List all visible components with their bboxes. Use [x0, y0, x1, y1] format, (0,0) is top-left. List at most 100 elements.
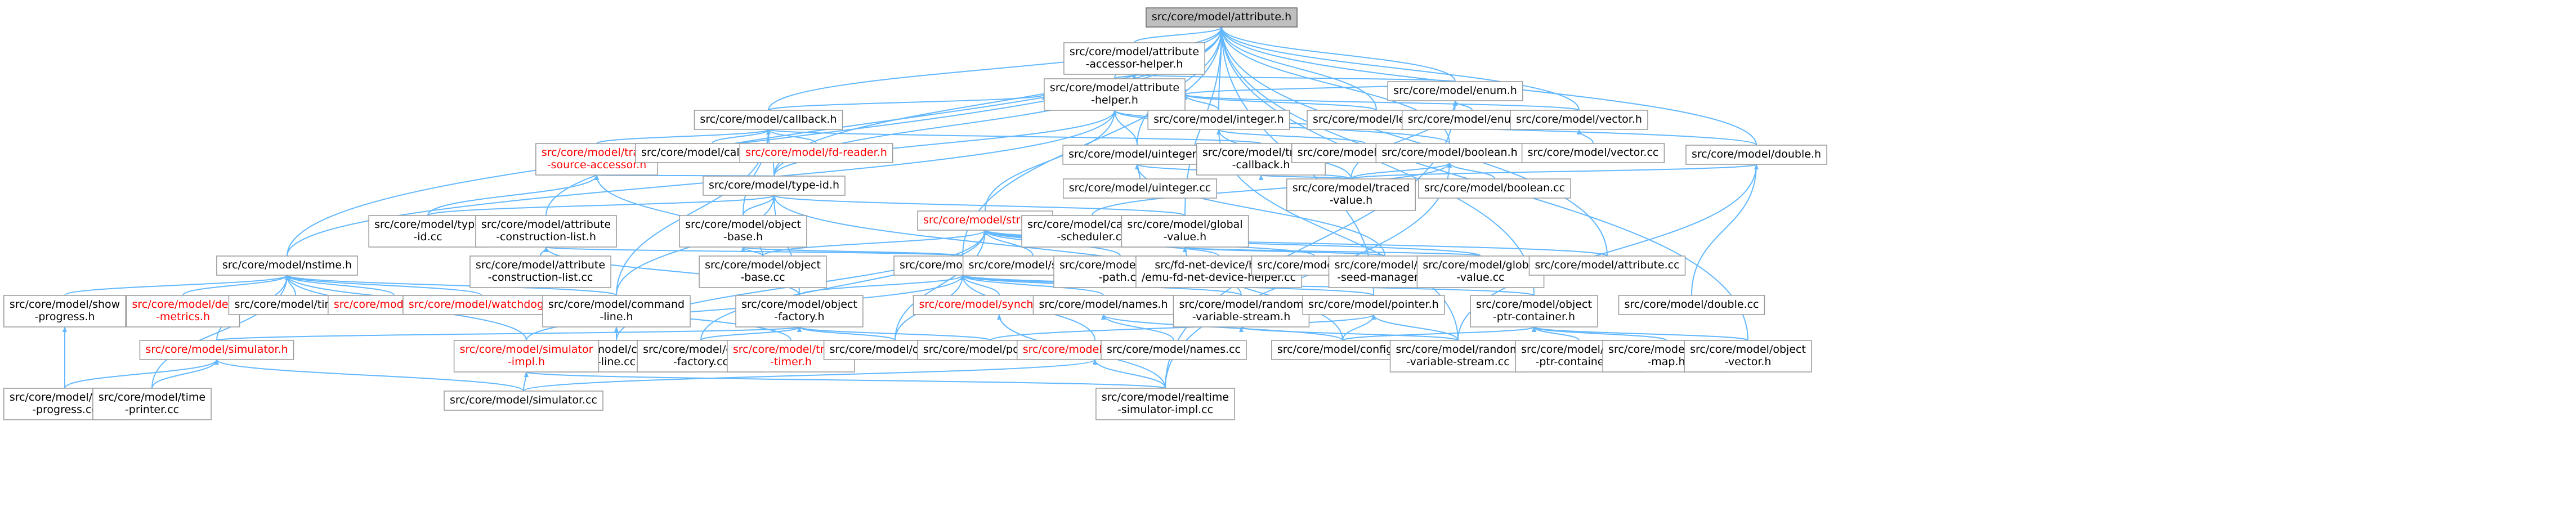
file-node[interactable]: src/core/model/des-metrics.h	[126, 295, 240, 327]
file-node[interactable]: src/core/model/global-value.cc	[1416, 255, 1545, 288]
dependency-edge	[151, 275, 289, 389]
file-node[interactable]: src/core/model/object-base.cc	[699, 255, 827, 288]
file-node[interactable]: src/core/model/simulator-impl.h	[453, 340, 600, 373]
node-label: -progress.cc	[32, 403, 97, 416]
node-label: src/core/model/traced	[1202, 146, 1320, 159]
node-box	[139, 340, 294, 360]
file-node[interactable]: src/core/model/object-factory.h	[735, 295, 864, 327]
node-label: -vector.h	[1725, 356, 1772, 368]
file-node[interactable]: src/core/model/double.h	[1685, 145, 1827, 165]
node-label: -progress.h	[35, 311, 95, 323]
node-label: src/core/model/type-id.h	[709, 179, 839, 191]
node-label: -variable-stream.cc	[1406, 356, 1509, 368]
dependency-edge	[1183, 94, 1377, 111]
node-label: -seed-manager.cc	[1337, 271, 1433, 284]
file-node[interactable]: src/core/model/object-ptr-container.h	[1470, 295, 1598, 327]
node-box	[735, 295, 864, 327]
file-node[interactable]: src/core/model/boolean.h	[1375, 143, 1524, 163]
node-box	[1286, 178, 1416, 211]
file-node[interactable]: src/core/model/traced-value.h	[1286, 178, 1416, 211]
file-node[interactable]: src/core/model/realtime-simulator-impl.c…	[1095, 388, 1235, 420]
node-label: src/core/model/trace	[542, 146, 652, 159]
node-label: src/core/model/time.cc	[234, 298, 356, 311]
file-node[interactable]: src/core/model/names.cc	[1101, 340, 1247, 360]
dependency-edge	[1093, 359, 1166, 389]
file-node[interactable]: src/core/model/watchdog.h	[402, 295, 560, 315]
file-node[interactable]: src/core/model/callback.h	[694, 110, 843, 130]
node-label: src/core/model/boolean.cc	[1424, 182, 1565, 194]
root-node: src/core/model/attribute.h	[1146, 7, 1298, 28]
node-box	[453, 340, 600, 373]
node-label: src/core/model/watchdog.h	[409, 298, 554, 311]
file-node[interactable]: src/core/model/attribute-construction-li…	[475, 215, 617, 248]
file-node[interactable]: src/core/model/enum.h	[1387, 81, 1523, 101]
node-box	[1684, 340, 1812, 373]
node-label: src/core/model/command	[548, 298, 685, 311]
dependency-edge	[285, 275, 617, 296]
node-box	[1101, 340, 1247, 360]
dependency-edge	[1092, 162, 1452, 216]
node-box	[1418, 178, 1571, 199]
node-label: src/core/model/time	[99, 391, 205, 403]
file-node[interactable]: src/core/model/names.h	[1032, 295, 1174, 315]
node-label: src/core/model/object	[705, 259, 821, 271]
node-label: -metrics.h	[156, 311, 210, 323]
node-label: src/core/model/object	[741, 298, 857, 311]
file-node[interactable]: src/core/model/command-line.h	[542, 295, 691, 327]
file-node[interactable]: src/core/model/attribute-helper.h	[1044, 78, 1186, 111]
dependency-edge	[1134, 26, 1224, 43]
node-box	[1528, 255, 1686, 276]
file-node[interactable]: src/core/model/double.cc	[1618, 295, 1765, 315]
file-node[interactable]: src/core/model/attribute-construction-li…	[469, 255, 611, 288]
file-node[interactable]: src/core/model/show-progress.h	[3, 295, 126, 327]
file-node[interactable]: src/core/model/random-variable-stream.cc	[1389, 340, 1527, 373]
node-label: src/core/model/traced	[1293, 182, 1410, 194]
file-node[interactable]: src/core/model/type-id.h	[703, 176, 846, 196]
node-box	[1121, 215, 1249, 248]
node-label: src/core/model/integer.h	[1153, 113, 1284, 125]
node-label: -construction-list.h	[496, 231, 596, 243]
file-node[interactable]: src/core/model/vector.h	[1510, 110, 1648, 130]
node-label: src/core/model/double.cc	[1625, 298, 1759, 311]
file-node[interactable]: src/core/model/boolean.cc	[1418, 178, 1571, 199]
node-label: -printer.cc	[125, 403, 179, 416]
file-node[interactable]: src/core/model/attribute.cc	[1528, 255, 1686, 276]
node-label: -base.cc	[740, 271, 785, 284]
dependency-edge	[960, 275, 1104, 296]
node-label: src/core/model/attribute.h	[1152, 11, 1291, 23]
node-label: src/core/model/enum.cc	[1408, 113, 1536, 125]
file-node[interactable]: src/core/model/object-base.h	[679, 215, 807, 248]
file-node[interactable]: src/core/model/uinteger.h	[1062, 145, 1212, 165]
node-label: -factory.h	[774, 311, 824, 323]
file-node[interactable]: src/core/model/type-id.cc	[368, 215, 488, 248]
node-label: -scheduler.cc	[1057, 231, 1127, 243]
node-label: -ptr-container.h	[1493, 311, 1575, 323]
file-node[interactable]: src/core/model/vector.cc	[1521, 143, 1665, 163]
file-node[interactable]: src/core/model/integer.h	[1147, 110, 1290, 130]
node-box	[1387, 81, 1523, 101]
file-node[interactable]: src/core/model/uinteger.cc	[1062, 178, 1218, 199]
dependency-edge	[1101, 314, 1343, 341]
file-node[interactable]: src/core/model/time-printer.cc	[92, 388, 212, 420]
file-node[interactable]: src/core/model/pointer.h	[1302, 295, 1445, 315]
file-node[interactable]: src/core/model/simulator.cc	[444, 391, 603, 411]
file-node[interactable]: src/core/model/random-variable-stream.h	[1173, 295, 1310, 327]
file-node[interactable]: src/core/model/nstime.h	[216, 255, 358, 276]
file-node[interactable]: src/core/model/simulator.h	[139, 340, 294, 360]
node-label: src/core/model/attribute.cc	[1535, 259, 1679, 271]
node-label: src/fd-net-device/helper	[1155, 259, 1282, 271]
node-label: src/core/model/names.h	[1039, 298, 1168, 311]
dependency-edge	[523, 359, 1097, 392]
node-box	[542, 295, 691, 327]
file-node[interactable]: src/core/model/attribute-accessor-helper…	[1063, 42, 1205, 75]
node-box	[1062, 145, 1212, 165]
node-box	[1375, 143, 1524, 163]
file-node[interactable]: src/core/model/fd-reader.h	[739, 143, 893, 163]
node-label: src/core/model/attribute	[476, 259, 605, 271]
node-box	[469, 255, 611, 288]
file-node[interactable]: src/core/model/object-vector.h	[1684, 340, 1812, 373]
node-label: src/core/model/simulator.cc	[450, 394, 597, 406]
dependency-edge	[797, 326, 896, 341]
node-label: -source-accessor.h	[547, 159, 647, 171]
file-node[interactable]: src/core/model/global-value.h	[1121, 215, 1249, 248]
